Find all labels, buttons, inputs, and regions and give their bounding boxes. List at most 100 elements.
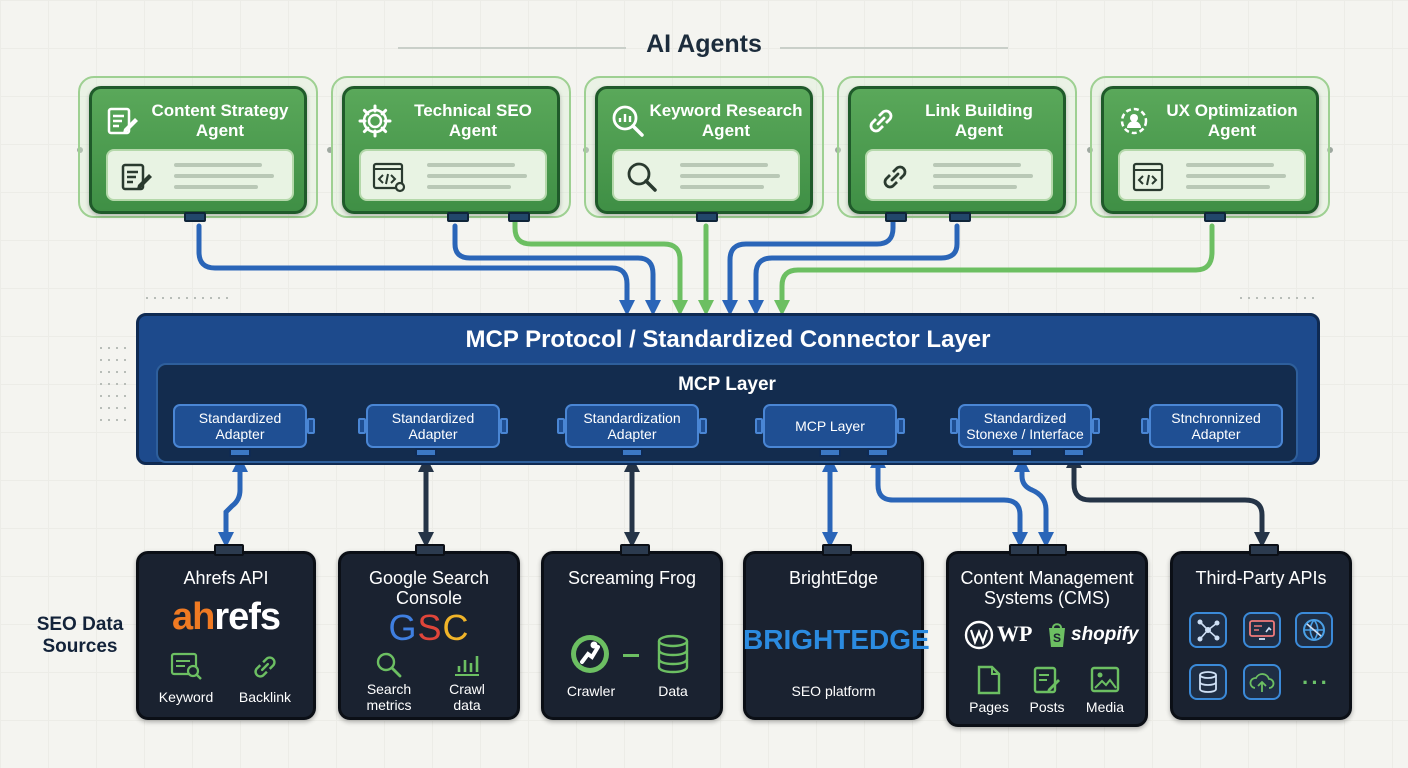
adapter-connector bbox=[500, 418, 508, 434]
adapter-port bbox=[415, 448, 437, 457]
wire-cms-a bbox=[869, 451, 1029, 549]
gear-icon bbox=[358, 104, 392, 138]
backlink-label: Backlink bbox=[238, 689, 292, 705]
source-port bbox=[214, 544, 244, 556]
source-screaming-frog[interactable]: Screaming Frog bbox=[541, 544, 723, 720]
source-port bbox=[620, 544, 650, 556]
svg-text:S: S bbox=[1053, 631, 1061, 645]
wire-technical-agent-a bbox=[452, 223, 662, 317]
wp-logo-text: WP bbox=[997, 621, 1033, 646]
post-icon bbox=[1033, 666, 1060, 694]
wire-cms-b bbox=[1013, 455, 1055, 549]
gsc-logo: GSC bbox=[388, 607, 470, 648]
search-icon bbox=[627, 162, 657, 192]
code-window-icon bbox=[1132, 162, 1164, 192]
edit-document-icon bbox=[121, 163, 152, 191]
source-title: BrightEdge bbox=[788, 568, 879, 588]
link-icon bbox=[254, 656, 276, 678]
wire-ux-agent bbox=[773, 223, 1215, 317]
source-brightedge[interactable]: BrightEdge bbox=[743, 544, 924, 720]
adapter-connector bbox=[755, 418, 763, 434]
code-window-icon bbox=[372, 162, 406, 193]
media-label: Media bbox=[1085, 699, 1125, 715]
adapter-connector bbox=[358, 418, 366, 434]
source-title: Ahrefs API bbox=[183, 568, 269, 588]
adapter-connector bbox=[897, 418, 905, 434]
source-port bbox=[822, 544, 852, 556]
agent-panel bbox=[865, 149, 1053, 201]
wordpress-logo-icon bbox=[964, 620, 994, 650]
adapter-connector bbox=[1092, 418, 1100, 434]
database-icon bbox=[1189, 664, 1227, 700]
agent-panel bbox=[359, 149, 547, 201]
agent-port bbox=[184, 212, 206, 222]
user-gear-icon bbox=[1120, 107, 1148, 135]
adapter-port bbox=[229, 448, 251, 457]
crawler-label: Crawler bbox=[566, 683, 616, 699]
agent-port bbox=[949, 212, 971, 222]
adapter-connector bbox=[699, 418, 707, 434]
source-port bbox=[1009, 544, 1039, 556]
wire-content-agent bbox=[196, 223, 636, 317]
wire-third-party bbox=[1065, 451, 1271, 549]
source-port bbox=[1037, 544, 1067, 556]
agent-port bbox=[885, 212, 907, 222]
connector-dash bbox=[623, 654, 639, 657]
seo-platform-label: SEO platform bbox=[791, 683, 876, 699]
image-icon bbox=[1090, 666, 1120, 693]
search-chart-icon bbox=[612, 105, 644, 137]
posts-label: Posts bbox=[1029, 699, 1065, 715]
title-rule-right bbox=[780, 47, 1008, 49]
title-rule-left bbox=[398, 47, 626, 49]
agent-panel bbox=[1118, 149, 1306, 201]
section-title-ai-agents: AI Agents bbox=[646, 30, 762, 58]
source-ahrefs-api[interactable]: Ahrefs API bbox=[136, 544, 316, 720]
wire-link-agent-a bbox=[721, 215, 896, 317]
adapter-connector bbox=[1141, 418, 1149, 434]
frog-icon bbox=[571, 635, 609, 673]
source-title: Third-Party APIs bbox=[1195, 568, 1327, 588]
link-icon bbox=[883, 165, 907, 189]
source-title: Screaming Frog bbox=[567, 568, 697, 588]
wire-ahrefs bbox=[217, 455, 249, 549]
link-icon bbox=[869, 109, 893, 133]
mcp-inner-layer bbox=[156, 363, 1298, 463]
search-icon bbox=[376, 652, 402, 678]
brightedge-logo: BRIGHTEDGE bbox=[743, 624, 930, 655]
dashboard-icon bbox=[1243, 612, 1281, 648]
adapter-port bbox=[819, 448, 841, 457]
edit-document-icon bbox=[107, 107, 138, 135]
keyword-icon bbox=[170, 652, 202, 680]
ahrefs-logo: ahrefs bbox=[171, 596, 281, 638]
database-icon bbox=[657, 634, 689, 674]
adapter-connector bbox=[307, 418, 315, 434]
agent-port bbox=[508, 212, 530, 222]
adapter-4[interactable]: MCP Layer bbox=[763, 404, 897, 448]
pages-label: Pages bbox=[969, 699, 1009, 715]
page-icon bbox=[977, 665, 1001, 695]
adapter-port bbox=[621, 448, 643, 457]
agent-panel bbox=[106, 149, 294, 201]
